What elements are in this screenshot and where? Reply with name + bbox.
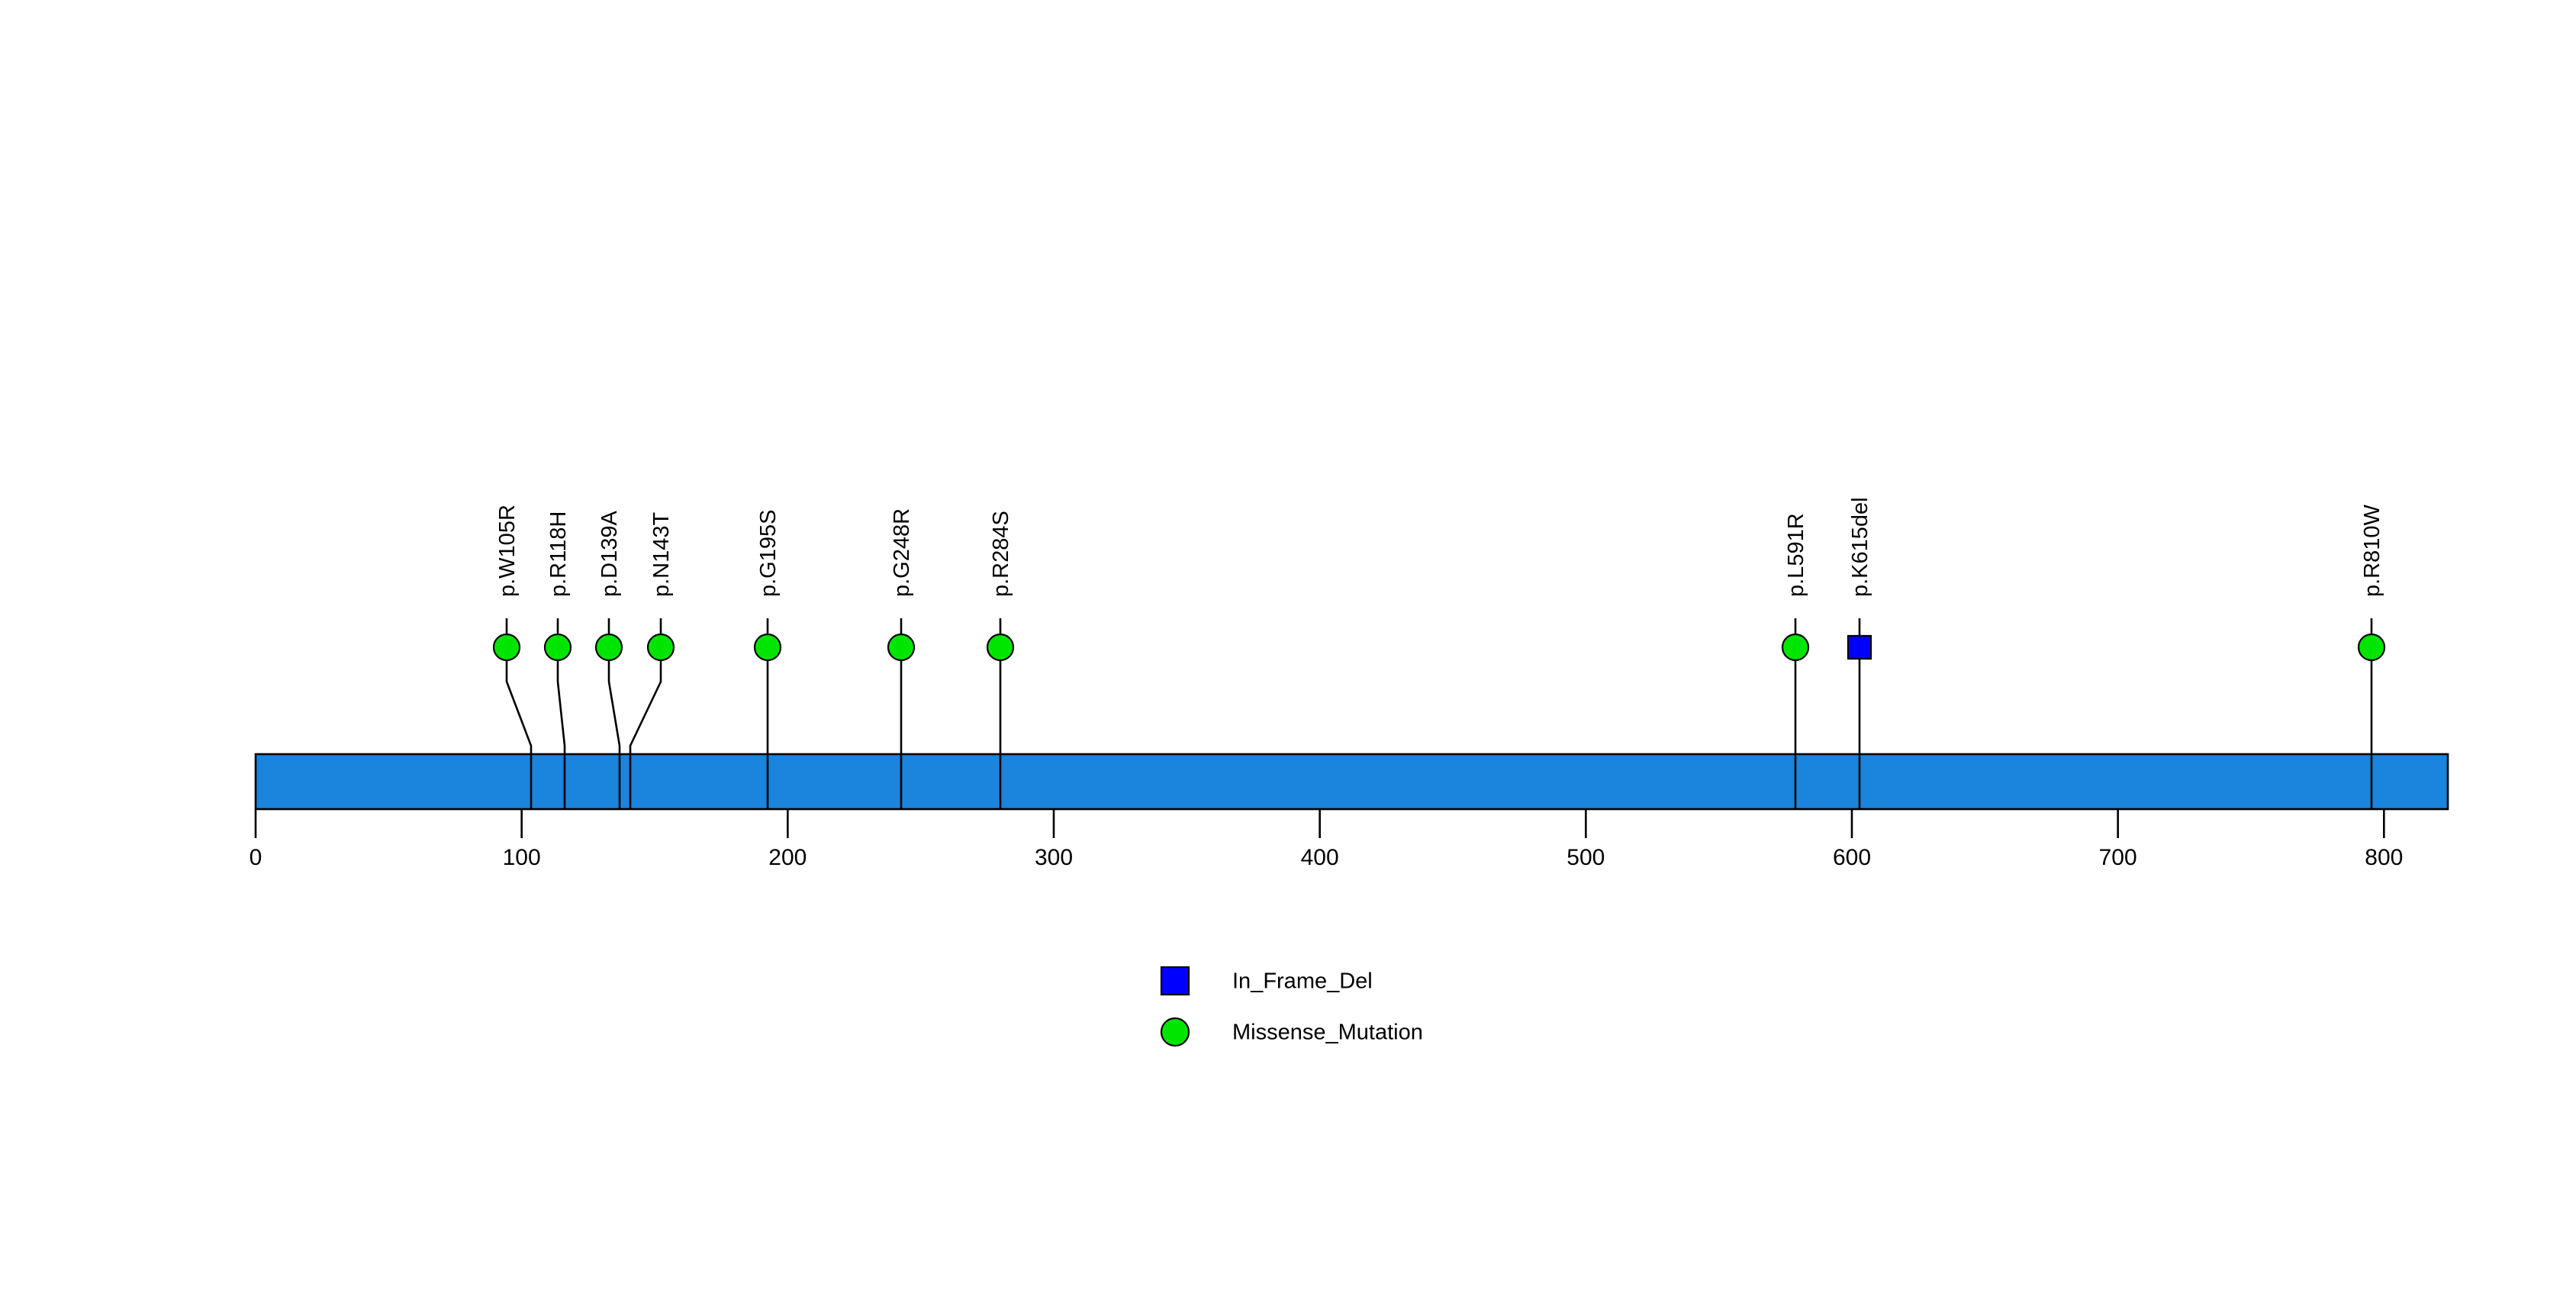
- mutation-label: p.R284S: [989, 511, 1013, 597]
- x-axis-tick-label: 700: [2099, 845, 2137, 870]
- mutation-marker-circle[interactable]: [887, 633, 916, 662]
- x-axis-tick-label: 800: [2365, 845, 2403, 870]
- x-axis-group: 0 100 200 300 400 500 600 700 800: [250, 809, 2403, 870]
- legend-swatch-square: [1160, 966, 1190, 996]
- mutation-marker-circle[interactable]: [646, 633, 675, 662]
- legend-label: Missense_Mutation: [1232, 1021, 1423, 1045]
- mutation-marker-circle[interactable]: [753, 633, 782, 662]
- mutation-label: p.R810W: [2360, 504, 2384, 597]
- mutation-label: p.G195S: [756, 510, 781, 597]
- mutation-label: p.K615del: [1848, 497, 1872, 597]
- mutation-label: p.R118H: [546, 511, 571, 597]
- x-axis-tick-label: 400: [1301, 845, 1339, 870]
- mutation-label: p.D139A: [597, 510, 622, 597]
- legend-label: In_Frame_Del: [1232, 969, 1373, 994]
- mutation-label: p.N143T: [649, 511, 674, 597]
- x-axis-tick-label: 100: [503, 845, 541, 870]
- mutation-marker-circle[interactable]: [2357, 633, 2386, 662]
- mutation-label: p.G248R: [890, 508, 914, 597]
- mutation-marker-circle[interactable]: [492, 633, 521, 662]
- protein-domain-bar-group: [254, 753, 2449, 811]
- mutation-labels-group: p.W105R p.R118H p.D139A p.N143T p.G195S p.G24…: [495, 497, 2384, 597]
- x-axis-tick-label: 600: [1833, 845, 1871, 870]
- mutation-marker-square[interactable]: [1847, 634, 1872, 660]
- x-axis-tick-label: 300: [1035, 845, 1073, 870]
- mutation-markers-group: [492, 633, 2386, 662]
- mutation-marker-circle[interactable]: [594, 633, 623, 662]
- x-axis-tick-label: 0: [250, 845, 262, 870]
- mutation-marker-circle[interactable]: [986, 633, 1015, 662]
- protein-domain-separators-group: [530, 754, 2373, 809]
- mutation-label: p.W105R: [495, 505, 520, 597]
- mutation-marker-circle[interactable]: [1781, 633, 1810, 662]
- mutation-marker-circle[interactable]: [543, 633, 572, 662]
- mutation-label: p.L591R: [1784, 513, 1808, 597]
- legend-swatch-circle: [1160, 1017, 1190, 1047]
- x-axis-tick-label: 200: [768, 845, 807, 870]
- protein-backbone-bar: [254, 753, 2449, 811]
- x-axis-tick-label: 500: [1567, 845, 1605, 870]
